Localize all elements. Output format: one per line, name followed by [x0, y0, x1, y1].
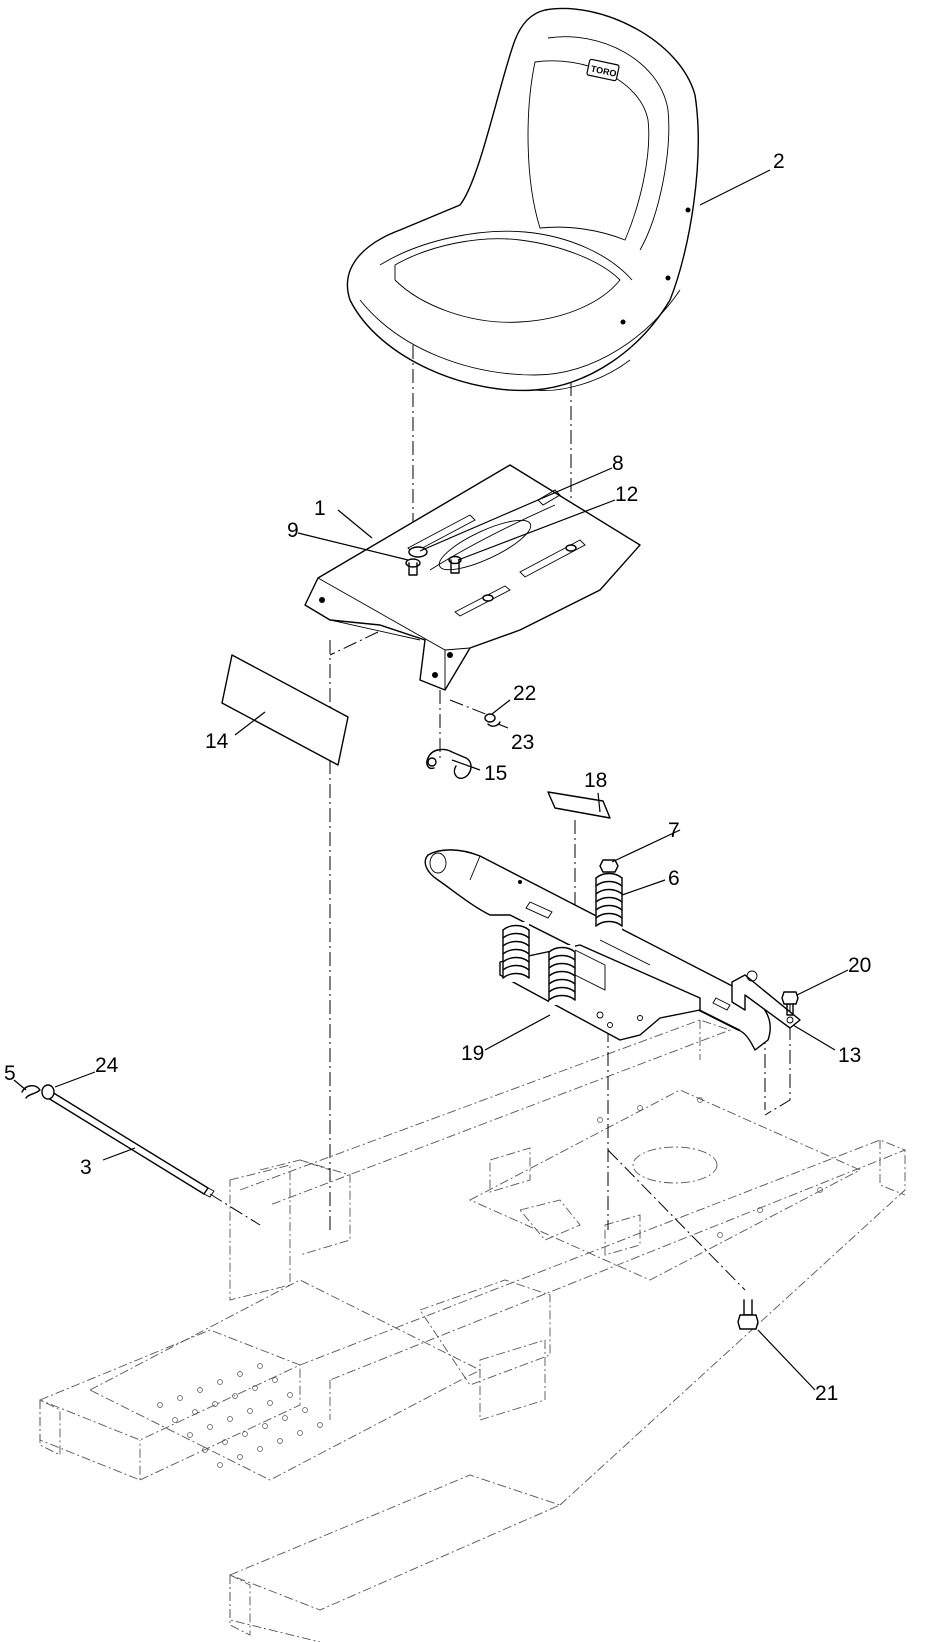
callout-22: 22 [513, 682, 536, 705]
callout-5: 5 [4, 1062, 16, 1085]
callout-8: 8 [612, 452, 624, 475]
hairpin-5 [21, 1085, 41, 1099]
callout-13: 13 [838, 1044, 861, 1067]
callout-2: 2 [773, 150, 785, 173]
callout-labels: 2 1 9 8 12 14 22 23 15 18 7 6 20 13 19 5… [4, 150, 871, 1405]
callout-12: 12 [615, 483, 638, 506]
bolt-20 [781, 991, 799, 1016]
seat: TORO [346, 7, 699, 392]
callout-20: 20 [848, 954, 871, 977]
callout-7: 7 [668, 819, 680, 842]
rod-3 [47, 1091, 215, 1198]
bolt-12 [448, 555, 462, 574]
callout-18: 18 [584, 769, 607, 792]
callout-1: 1 [314, 497, 326, 520]
callout-23: 23 [511, 731, 534, 754]
spring-center [548, 945, 576, 1005]
stud-right [565, 544, 577, 552]
pin-23 [487, 721, 501, 727]
mower-frame [38, 1019, 907, 1642]
decal-18 [547, 791, 611, 819]
washer-24 [41, 1084, 55, 1100]
leader-lines [13, 169, 849, 1391]
callout-9: 9 [287, 519, 299, 542]
callout-3: 3 [80, 1156, 92, 1179]
spring-6 [595, 872, 623, 932]
bolt-21 [737, 1299, 759, 1330]
bolt-9 [405, 558, 421, 576]
callout-14: 14 [205, 730, 229, 753]
spring-left [502, 922, 530, 982]
callout-21: 21 [815, 1382, 838, 1405]
bracket-13 [731, 970, 801, 1029]
stud-slot [482, 594, 494, 602]
callout-19: 19 [461, 1042, 484, 1065]
nut-22 [484, 713, 496, 723]
toro-logo: TORO [586, 58, 620, 82]
callout-24: 24 [95, 1054, 119, 1077]
decal-14 [221, 654, 349, 766]
frame-holes [157, 1097, 823, 1468]
seat-mounting-plate [304, 464, 641, 691]
callout-6: 6 [668, 867, 680, 890]
callout-15: 15 [484, 762, 507, 785]
nut-7 [599, 859, 619, 873]
